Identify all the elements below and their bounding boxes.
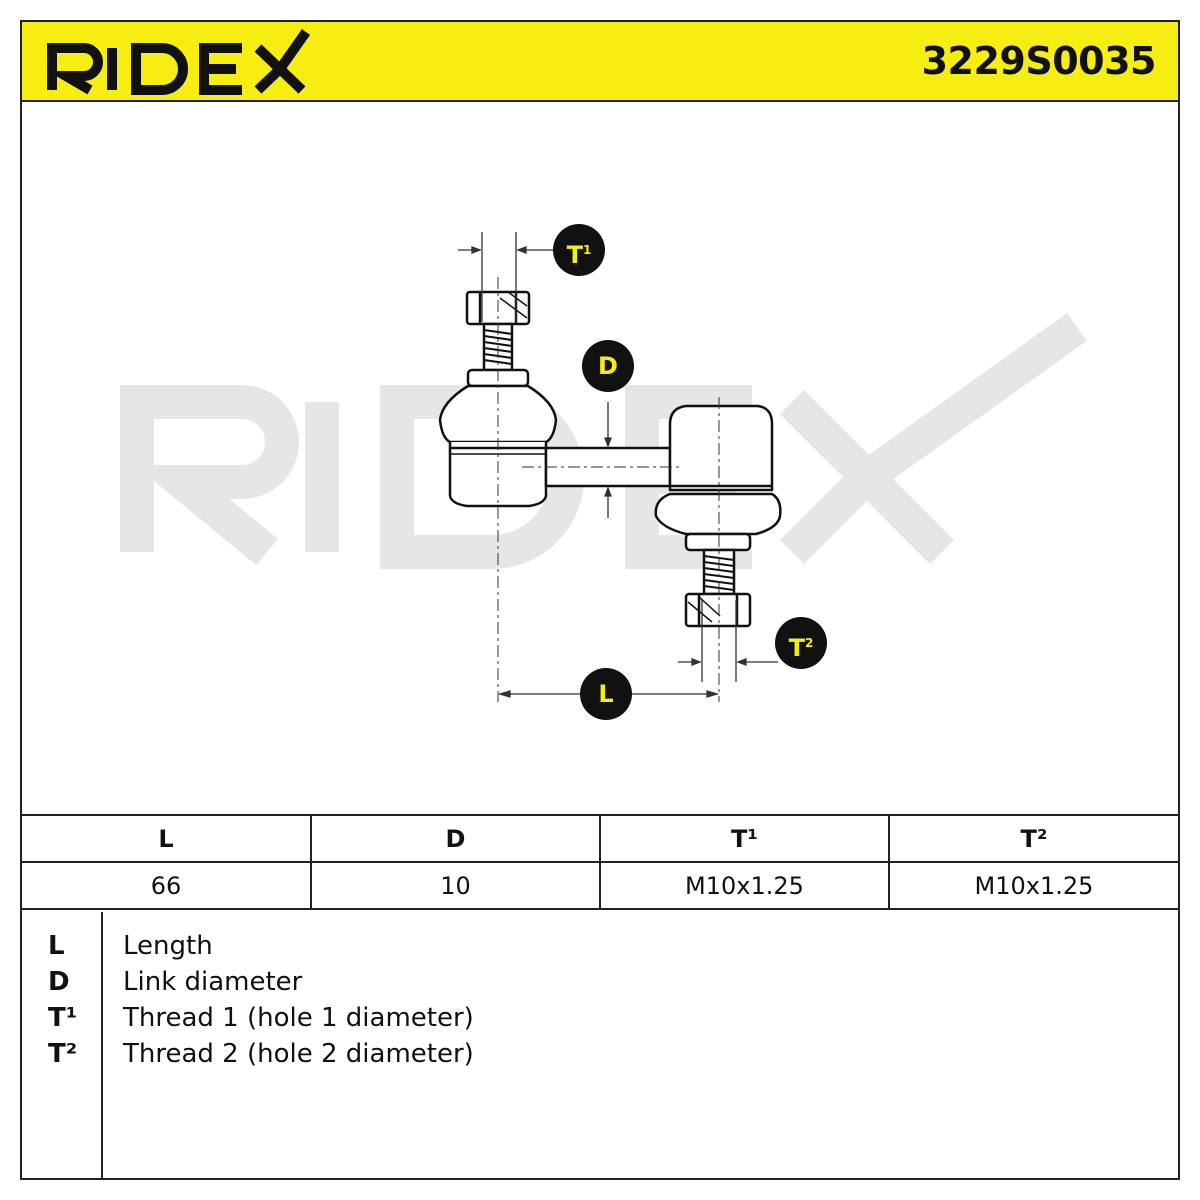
legend-description: Link diameter bbox=[123, 967, 303, 997]
legend-key: T¹ bbox=[48, 1003, 78, 1033]
cell-diameter: 10 bbox=[310, 861, 601, 910]
cell-thread-2: M10x1.25 bbox=[888, 861, 1178, 910]
cell-thread-1: M10x1.25 bbox=[599, 861, 890, 910]
legend-divider bbox=[101, 912, 103, 1178]
lower-nut bbox=[684, 592, 752, 628]
legend-item: D Link diameter bbox=[22, 964, 1178, 1000]
stabilizer-link-drawing bbox=[120, 232, 1087, 702]
legend-item: L Length bbox=[22, 928, 1178, 964]
column-header-thread-2: T² bbox=[888, 814, 1178, 863]
specification-table: L D T¹ T² 66 10 M10x1.25 M10x1.25 bbox=[22, 814, 1178, 910]
ridex-logo bbox=[47, 29, 311, 95]
legend-description: Thread 2 (hole 2 diameter) bbox=[123, 1039, 474, 1069]
callout-d: D bbox=[582, 340, 634, 392]
legend-key: L bbox=[48, 931, 65, 961]
legend-key: T² bbox=[48, 1039, 78, 1069]
legend-key: D bbox=[48, 967, 70, 997]
part-number: 3229S0035 bbox=[921, 39, 1157, 83]
cell-length: 66 bbox=[22, 861, 312, 910]
lower-ball-joint bbox=[654, 404, 782, 552]
column-header-diameter: D bbox=[310, 814, 601, 863]
callout-t1: T1 bbox=[553, 224, 605, 276]
legend-item: T¹ Thread 1 (hole 1 diameter) bbox=[22, 1000, 1178, 1036]
center-lines bbox=[497, 277, 720, 702]
callout-l: L bbox=[580, 668, 632, 720]
legend-item: T² Thread 2 (hole 2 diameter) bbox=[22, 1036, 1178, 1072]
callout-t2: T2 bbox=[775, 617, 827, 669]
table-row: 66 10 M10x1.25 M10x1.25 bbox=[22, 861, 1178, 910]
table-header-row: L D T¹ T² bbox=[22, 814, 1178, 863]
product-datasheet: 3229S0035 bbox=[20, 20, 1180, 1180]
technical-drawing: T1 D T2 L bbox=[22, 102, 1178, 814]
legend-description: Length bbox=[123, 931, 213, 961]
legend-description: Thread 1 (hole 1 diameter) bbox=[123, 1003, 474, 1033]
column-header-thread-1: T¹ bbox=[599, 814, 890, 863]
column-header-length: L bbox=[22, 814, 312, 863]
header-bar: 3229S0035 bbox=[22, 22, 1178, 102]
legend: L Length D Link diameter T¹ Thread 1 (ho… bbox=[22, 912, 1178, 1178]
